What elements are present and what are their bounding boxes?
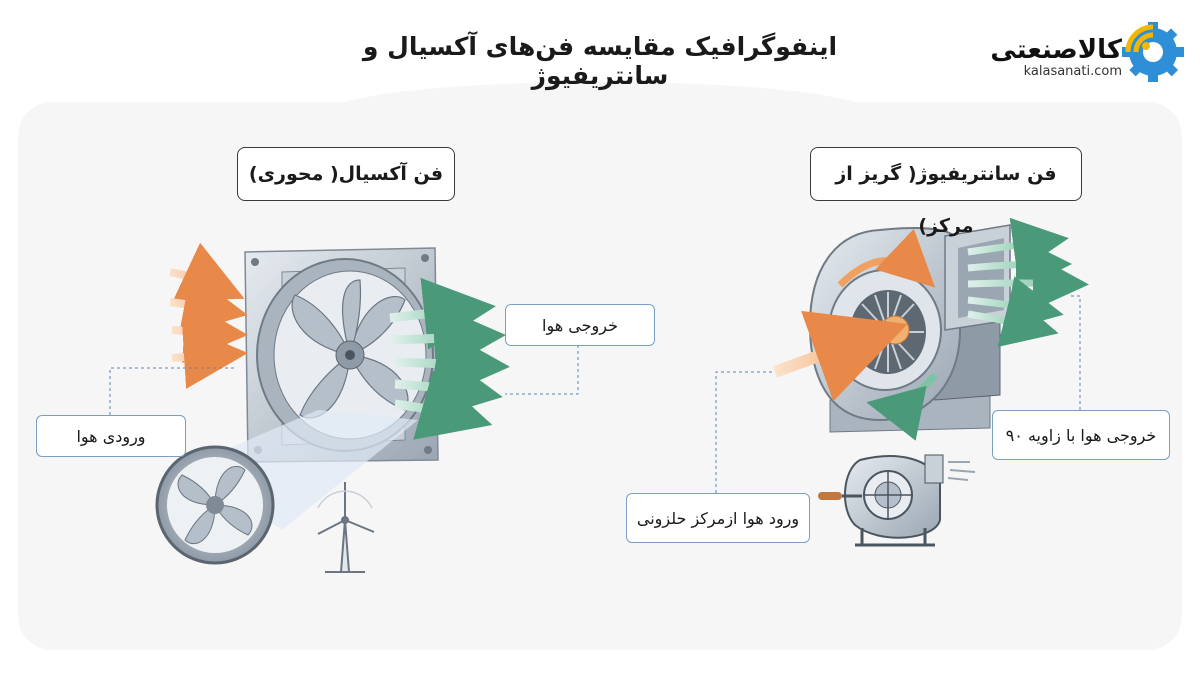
logo-domain: kalasanati.com: [1023, 64, 1122, 79]
logo-name: کالاصنعتی: [990, 35, 1122, 65]
centrifugal-fan-illustration: [772, 217, 1089, 547]
gear-wifi-icon: [1122, 22, 1184, 82]
blower-icon: [818, 454, 976, 547]
axial-heading: فن آکسیال( محوری): [237, 147, 455, 201]
page-title: اینفوگرافیک مقایسه فن‌های آکسیال و سانتر…: [362, 32, 838, 90]
axial-fan-illustration: [155, 242, 510, 573]
axial-input-label: ورودی هوا: [36, 415, 186, 457]
wind-turbine-icon: [317, 482, 375, 573]
centrifugal-heading: فن سانتریفیوژ( گریز از مرکز): [810, 147, 1082, 237]
axial-output-label: خروجی هوا: [505, 304, 655, 346]
centrifugal-output-label: خروجی هوا با زاویه ۹۰: [992, 410, 1170, 460]
centrifugal-input-label: ورود هوا ازمرکز حلزونی: [626, 493, 810, 543]
logo-text: کالاصنعتی kalasanati.com: [990, 35, 1122, 79]
